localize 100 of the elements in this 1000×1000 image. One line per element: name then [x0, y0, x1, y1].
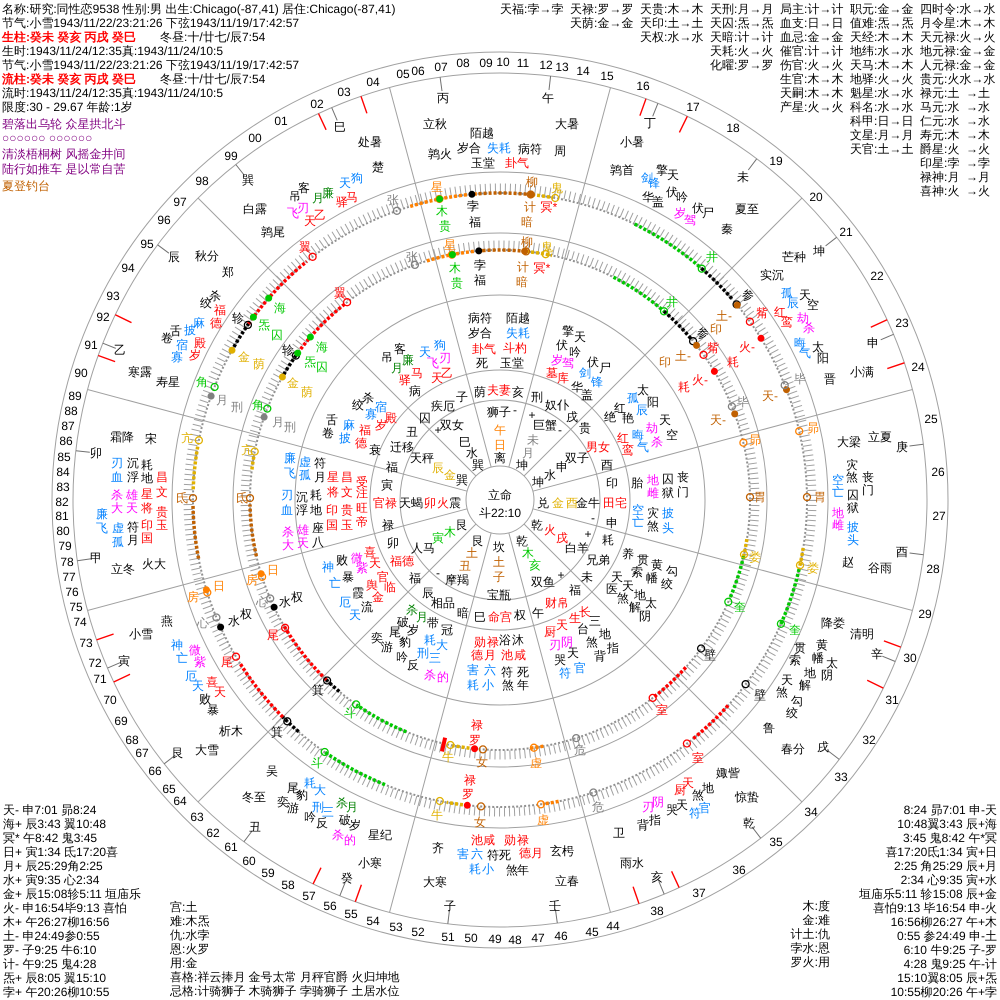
ring-label: 昌文 — [156, 470, 168, 499]
pattern-text: 忌格:计骑狮子 木骑狮子 孛骑狮子 土居水位 — [170, 984, 400, 998]
ring-label: 丧门 — [862, 470, 874, 497]
ring-label: 金 — [444, 468, 456, 482]
ring-label: 胎 — [631, 476, 643, 490]
ring-label: 辰 — [168, 250, 180, 264]
header-text: 生时:1943/11/24/12:35真:1943/11/24/10:5 — [2, 44, 224, 58]
center-text: 立命 — [488, 488, 512, 502]
mansion-label: 壁 — [754, 688, 766, 702]
ring-label: 乙 — [114, 343, 126, 357]
ring-label: 双女 — [440, 418, 464, 432]
degree-number: 93 — [106, 289, 120, 303]
attribute-text: 局主:计→计 — [780, 2, 844, 16]
degree-number: 22 — [870, 269, 884, 283]
degree-number: 92 — [96, 310, 110, 324]
planet-label: 木贵 — [448, 261, 464, 290]
degree-number: 86 — [59, 434, 73, 448]
ring-label: 星纪 — [368, 828, 392, 842]
degree-number: 46 — [554, 929, 568, 943]
ring-label: 癸 — [341, 871, 353, 885]
attribute-text: 贵元:火水→水 — [920, 72, 996, 86]
ring-label: 巨蟹 — [533, 418, 557, 432]
attribute-text: 月令星:木→木 — [920, 16, 996, 30]
ring-label: 酉 — [566, 496, 578, 510]
degree-number: 00 — [248, 131, 262, 145]
ring-label: 甲 — [90, 551, 102, 565]
ring-label: 宝瓶 — [487, 588, 511, 602]
ring-label: 昌文 — [340, 470, 354, 499]
position-text: 垣庙乐5:11 轸15:08 辰+金 — [858, 887, 997, 901]
attribute-text: 生官:木→木 — [780, 72, 844, 86]
pattern-text: 孛水:恩 — [790, 941, 830, 955]
ring-label: 黄幡 — [812, 638, 828, 665]
degree-number: 83 — [56, 480, 70, 494]
attribute-text: 血忌:金→金 — [780, 30, 844, 44]
ring-label: 乾 — [531, 518, 543, 532]
ring-label: 春分 — [781, 742, 805, 756]
attribute-text: 天嗣:木→木 — [780, 86, 844, 100]
mansion-label: 毕 — [737, 395, 749, 409]
planet-label: 海 — [316, 340, 328, 354]
ring-label: 囚 — [419, 411, 431, 425]
ring-label: 摩羯 — [445, 573, 469, 587]
mansion-label: 柳 — [526, 175, 538, 189]
ring-label: 鹑火 — [428, 147, 452, 161]
ring-label: 艮 — [172, 746, 184, 760]
ring-label: 披头 — [846, 520, 860, 547]
header-text: 冬昼:十/廿七/辰7:54 — [160, 72, 266, 86]
ring-label: 辰 — [432, 461, 444, 475]
ring-label: 土 — [466, 546, 478, 560]
mansion-label: 奎 — [734, 600, 746, 614]
mansion-label: 柳 — [521, 235, 533, 249]
degree-number: 09 — [479, 56, 493, 70]
degree-number: 32 — [862, 733, 876, 747]
ring-label: 陌越 — [470, 126, 494, 140]
degree-number: 02 — [310, 97, 324, 111]
attribute-text: 天刑:月→月 — [710, 2, 774, 16]
mansion-label: 牛 — [442, 750, 454, 764]
ring-label: 赵 — [842, 555, 854, 569]
degree-number: 88 — [64, 404, 78, 418]
mansion-label: 胃 — [754, 490, 766, 504]
attribute-text: 天贵:木→木 — [640, 2, 704, 16]
planet-label: 月刑 — [272, 415, 296, 434]
degree-number: 31 — [885, 693, 899, 707]
mansion-label: 箕 — [312, 683, 324, 697]
pattern-text: 仇:水孛 — [170, 928, 210, 942]
ring-label: 丧门 — [676, 470, 690, 499]
ring-label: 空亡 — [832, 473, 844, 499]
mansion-label: 虚 — [530, 756, 542, 770]
ring-label: 披头 — [662, 506, 674, 535]
ring-label: 小寒 — [358, 856, 382, 870]
pattern-text: 宫:土 — [170, 900, 198, 914]
ring-label: 降娄 — [821, 616, 845, 630]
degree-number: 07 — [434, 60, 448, 74]
ring-label: 乾 — [743, 816, 755, 830]
degree-number: 96 — [157, 213, 171, 227]
position-text: 金+ 辰15:08轸5:11 垣庙乐 — [3, 887, 142, 901]
degree-number: 12 — [539, 58, 553, 72]
ring-label: 地雌 — [646, 473, 660, 500]
mansion-label: 危 — [574, 743, 586, 757]
attribute-text: 爵星:火 →火 — [920, 142, 990, 156]
ring-label: 丙 — [437, 91, 449, 105]
position-text: 10:55柳20:26 午+孛 — [890, 985, 997, 999]
ring-label: 丑 — [249, 820, 261, 834]
degree-number: 59 — [261, 866, 275, 880]
position-text: 3:45 鬼8:42 午*冥 — [902, 831, 997, 845]
degree-number: 87 — [61, 419, 75, 433]
ring-label: 坎 — [493, 540, 505, 554]
ring-label: 禄 — [382, 518, 394, 532]
ring-label: 大雪 — [195, 743, 219, 757]
ring-label: 秋分 — [195, 249, 219, 263]
ring-label: 福 — [386, 460, 398, 474]
attribute-text: 四时令:水→水 — [920, 2, 996, 16]
attribute-text: 产星:火→火 — [780, 100, 844, 114]
sign-mark: + — [584, 527, 592, 541]
attribute-text: 天马:木→木 — [850, 58, 914, 72]
ring-label: 池咸 — [500, 648, 526, 662]
ring-label: 刑 — [531, 390, 543, 404]
ring-label: 巽 — [472, 458, 484, 472]
ring-label: 刃血 — [280, 488, 294, 517]
ring-label: 午 — [532, 606, 544, 620]
position-text: 冥* 午8:42 鬼3:45 — [3, 831, 98, 845]
